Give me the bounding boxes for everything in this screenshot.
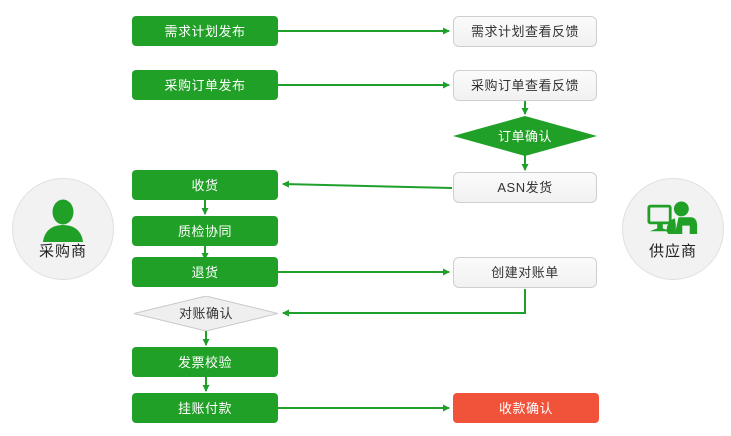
node-return-goods[interactable]: 退货 xyxy=(132,257,278,287)
node-invoice-verify[interactable]: 发票校验 xyxy=(132,347,278,377)
node-statement-confirm[interactable]: 对账确认 xyxy=(134,296,278,331)
edge-statement-to-confirm xyxy=(282,289,526,317)
node-create-statement[interactable]: 创建对账单 xyxy=(453,257,597,288)
person-with-computer-icon xyxy=(647,201,698,234)
node-statement-confirm-label: 对账确认 xyxy=(178,306,233,321)
node-po-feedback[interactable]: 采购订单查看反馈 xyxy=(453,70,597,101)
actor-buyer[interactable]: 采购商 xyxy=(12,178,114,280)
node-po-publish[interactable]: 采购订单发布 xyxy=(132,70,278,100)
node-order-confirm-label: 订单确认 xyxy=(497,128,552,144)
actor-supplier[interactable]: 供应商 xyxy=(622,178,724,280)
actor-buyer-label: 采购商 xyxy=(38,243,87,260)
node-asn-ship[interactable]: ASN发货 xyxy=(453,172,597,203)
diamond-shape-gray xyxy=(134,296,278,331)
node-demand-plan-feedback[interactable]: 需求计划查看反馈 xyxy=(453,16,597,47)
node-order-confirm[interactable]: 订单确认 xyxy=(453,116,597,156)
diamond-shape-green xyxy=(453,116,597,156)
actor-supplier-label: 供应商 xyxy=(648,243,697,260)
edge-asn-to-receive xyxy=(282,180,453,189)
node-quality-collab[interactable]: 质检协同 xyxy=(132,216,278,246)
node-receipt-confirm[interactable]: 收款确认 xyxy=(453,393,599,423)
person-icon xyxy=(43,199,83,242)
node-payable-payment[interactable]: 挂账付款 xyxy=(132,393,278,423)
node-demand-plan-publish[interactable]: 需求计划发布 xyxy=(132,16,278,46)
node-receive-goods[interactable]: 收货 xyxy=(132,170,278,200)
